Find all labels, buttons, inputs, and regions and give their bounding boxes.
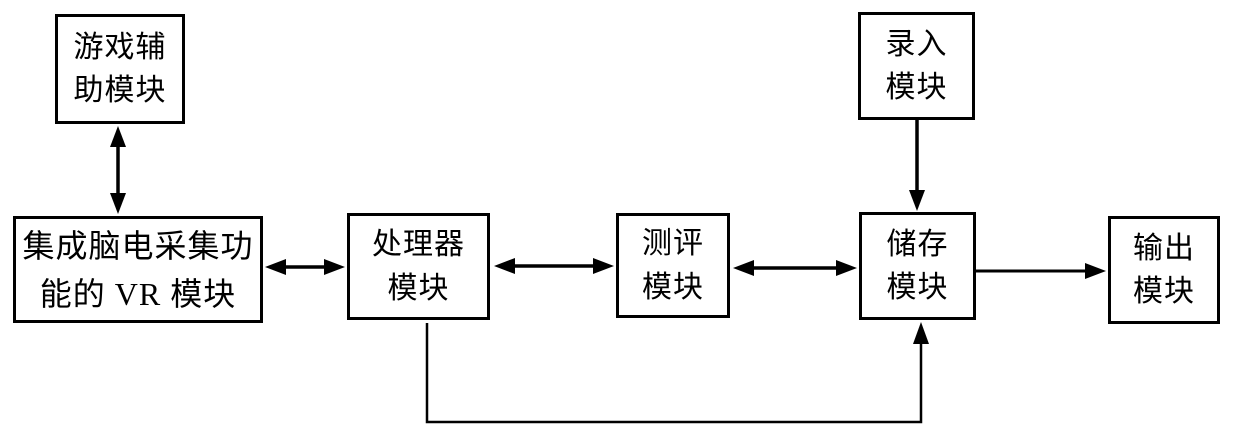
box-output-module: 输出 模块 bbox=[1108, 216, 1220, 324]
arrow-game-assist-vr bbox=[110, 126, 126, 214]
box-output-label: 输出 模块 bbox=[1133, 231, 1195, 309]
box-input-module: 录入 模块 bbox=[858, 12, 975, 120]
arrow-processor-evaluation bbox=[494, 258, 614, 274]
box-game-assist-module: 游戏辅 助模块 bbox=[55, 14, 185, 124]
box-storage-label: 储存 模块 bbox=[886, 227, 949, 305]
arrow-vr-processor bbox=[265, 259, 345, 275]
box-vr-eeg-module: 集成脑电采集功 能的 VR 模块 bbox=[13, 216, 263, 323]
box-input-label: 录入 模块 bbox=[885, 27, 948, 105]
box-processor-module: 处理器 模块 bbox=[347, 213, 490, 320]
box-evaluation-label: 测评 模块 bbox=[642, 227, 704, 304]
box-game-assist-label: 游戏辅 助模块 bbox=[73, 30, 167, 108]
box-storage-module: 储存 模块 bbox=[859, 212, 976, 320]
box-vr-label: 集成脑电采集功 能的 VR 模块 bbox=[22, 227, 254, 312]
arrow-storage-output bbox=[976, 263, 1106, 279]
arrow-input-storage bbox=[909, 120, 925, 211]
arrow-evaluation-storage bbox=[733, 260, 857, 276]
box-processor-label: 处理器 模块 bbox=[372, 228, 465, 305]
arrow-processor-storage-feedback bbox=[425, 322, 929, 424]
box-evaluation-module: 测评 模块 bbox=[616, 213, 730, 318]
